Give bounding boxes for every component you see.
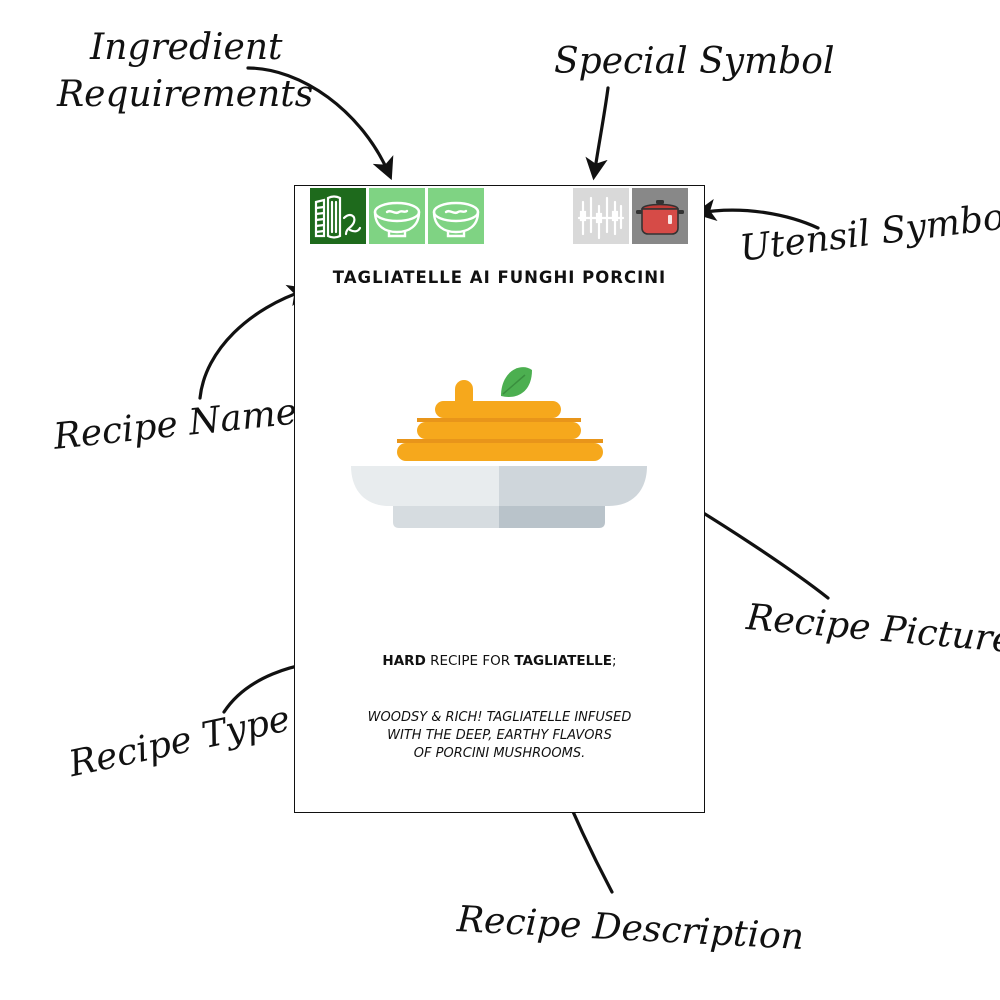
description-line: WOODSY & RICH! TAGLIATELLE INFUSED — [367, 710, 632, 725]
annotation-utensil-symbol: Utensil Symbol — [737, 195, 1000, 270]
annotation-recipe-picture: Recipe Picture — [744, 597, 1000, 662]
ingredient-tile-pasta — [310, 188, 366, 244]
broth-bowl-icon — [432, 201, 480, 238]
description-line: WITH THE DEEP, EARTHY FLAVORS — [387, 728, 612, 743]
recipe-card: TAGLIATELLE AI FUNGHI PORCINI HARD RECIP… — [294, 185, 705, 813]
recipe-pasta-type: TAGLIATELLE — [514, 653, 612, 669]
special-symbol-tile — [573, 188, 629, 244]
recipe-name: TAGLIATELLE AI FUNGHI PORCINI — [332, 268, 667, 287]
recipe-difficulty: HARD — [382, 653, 426, 669]
arrow-special — [585, 86, 610, 181]
recipe-type-connector: RECIPE FOR — [425, 653, 515, 669]
ingredient-tile-broth-2 — [428, 188, 484, 244]
pasta-icon — [314, 195, 362, 239]
recipe-type: HARD RECIPE FOR TAGLIATELLE; — [295, 653, 704, 669]
utensil-symbol-tile — [632, 188, 688, 244]
pasta-plate-icon — [351, 367, 647, 528]
annotation-recipe-description: Recipe Description — [456, 899, 805, 959]
recipe-description: WOODSY & RICH! TAGLIATELLE INFUSED WITH … — [295, 709, 704, 763]
recipe-type-suffix: ; — [612, 653, 617, 669]
cooking-pot-icon — [636, 200, 684, 235]
comb-symbol-icon — [577, 196, 625, 240]
description-line: OF PORCINI MUSHROOMS. — [413, 746, 586, 761]
arrow-recipe-name — [198, 284, 311, 400]
annotation-ingredient-line2: Requirements — [57, 74, 314, 115]
broth-bowl-icon — [373, 201, 421, 238]
annotation-special-symbol: Special Symbol — [554, 41, 835, 82]
annotation-recipe-type: Recipe Type — [65, 698, 294, 786]
ingredient-tile-broth-1 — [369, 188, 425, 244]
annotation-recipe-name: Recipe Name — [51, 391, 299, 458]
annotation-ingredient-line1: Ingredient — [90, 27, 283, 68]
